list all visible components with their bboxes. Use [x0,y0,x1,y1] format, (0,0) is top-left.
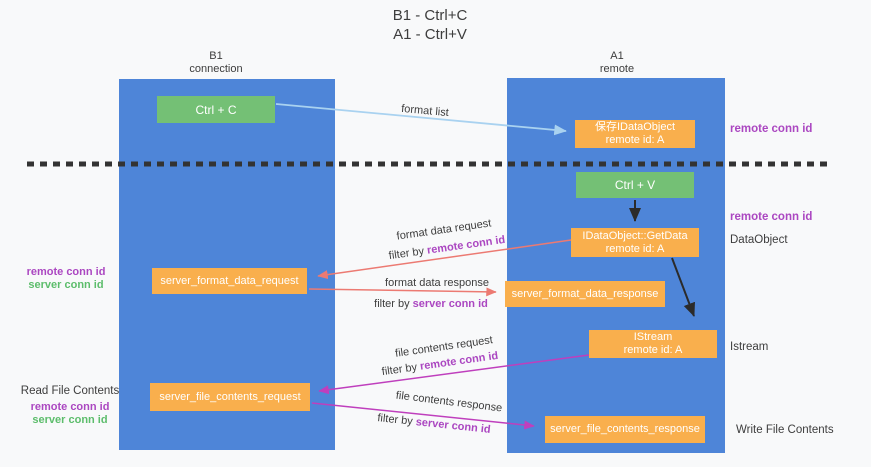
node-save-idataobject: 保存IDataObject remote id: A [575,120,695,148]
node-format-request-label: server_format_data_request [160,274,299,287]
filter-by-text: filter by [381,361,418,379]
side-label-remote-conn-id-top: remote conn id [730,123,813,135]
diagram-title: B1 - Ctrl+C A1 - Ctrl+V [348,6,512,44]
filter-by-text: filter by [376,412,414,428]
node-server-format-data-request: server_format_data_request [152,268,307,294]
node-server-file-contents-response: server_file_contents_response [545,416,705,443]
left-label-group-file: Read File Contents remote conn id server… [16,385,124,427]
lane-b1-name: B1 [209,50,223,62]
lane-header-a1: A1 remote [557,50,677,76]
left-remote-conn-id-1: remote conn id [26,266,106,278]
side-label-istream: Istream [730,341,769,353]
node-format-response-label: server_format_data_response [511,287,659,300]
node-getdata-line1: IDataObject::GetData [582,229,688,242]
node-ctrl-v-label: Ctrl + V [614,178,656,192]
filter-by-text: filter by [374,298,410,310]
server-conn-id-text: server conn id [412,298,488,310]
side-label-dataobject: DataObject [730,234,788,246]
node-istream-line2: remote id: A [623,344,683,356]
node-save-idataobject-line1: 保存IDataObject [594,121,676,133]
node-ctrl-c-label: Ctrl + C [195,102,237,117]
left-server-conn-id-2: server conn id [32,414,108,426]
node-istream-line1: IStream [633,331,673,343]
edge-label-filter-server-2: filter by server conn id [377,412,491,436]
node-istream: IStream remote id: A [589,330,717,358]
edge-label-format-list: format list [400,102,450,120]
remote-conn-id-text: remote conn id [426,233,506,257]
node-idataobject-getdata: IDataObject::GetData remote id: A [571,228,699,257]
side-label-write-file-contents: Write File Contents [736,424,834,436]
lane-b1-subtitle: connection [189,63,243,75]
left-label-group-format: remote conn id server conn id [16,266,116,292]
left-server-conn-id-1: server conn id [28,279,104,291]
node-ctrl-c: Ctrl + C [157,96,275,123]
title-line-1: B1 - Ctrl+C [392,7,468,24]
lane-header-b1: B1 connection [156,50,276,76]
filter-by-text: filter by [388,245,425,263]
edge-label-format-data-response: format data response [385,277,489,289]
left-read-file-contents: Read File Contents [20,385,120,397]
node-server-file-contents-request: server_file_contents_request [150,383,310,411]
node-file-request-label: server_file_contents_request [159,390,301,403]
edge-label-filter-server-1: filter by server conn id [374,298,488,310]
side-label-remote-conn-id-mid: remote conn id [730,211,813,223]
title-line-2: A1 - Ctrl+V [393,26,467,43]
lane-a1-name: A1 [610,50,624,62]
node-file-response-label: server_file_contents_response [550,423,700,435]
lane-a1-subtitle: remote [599,63,635,75]
left-remote-conn-id-2: remote conn id [30,401,110,413]
node-getdata-line2: remote id: A [605,242,665,255]
node-server-format-data-response: server_format_data_response [505,281,665,307]
server-conn-id-text: server conn id [415,416,492,436]
edge-label-file-contents-response: file contents response [395,389,503,415]
node-ctrl-v: Ctrl + V [576,172,694,198]
node-save-idataobject-line2: remote id: A [605,134,665,146]
arrow-format-data-response [308,287,497,297]
